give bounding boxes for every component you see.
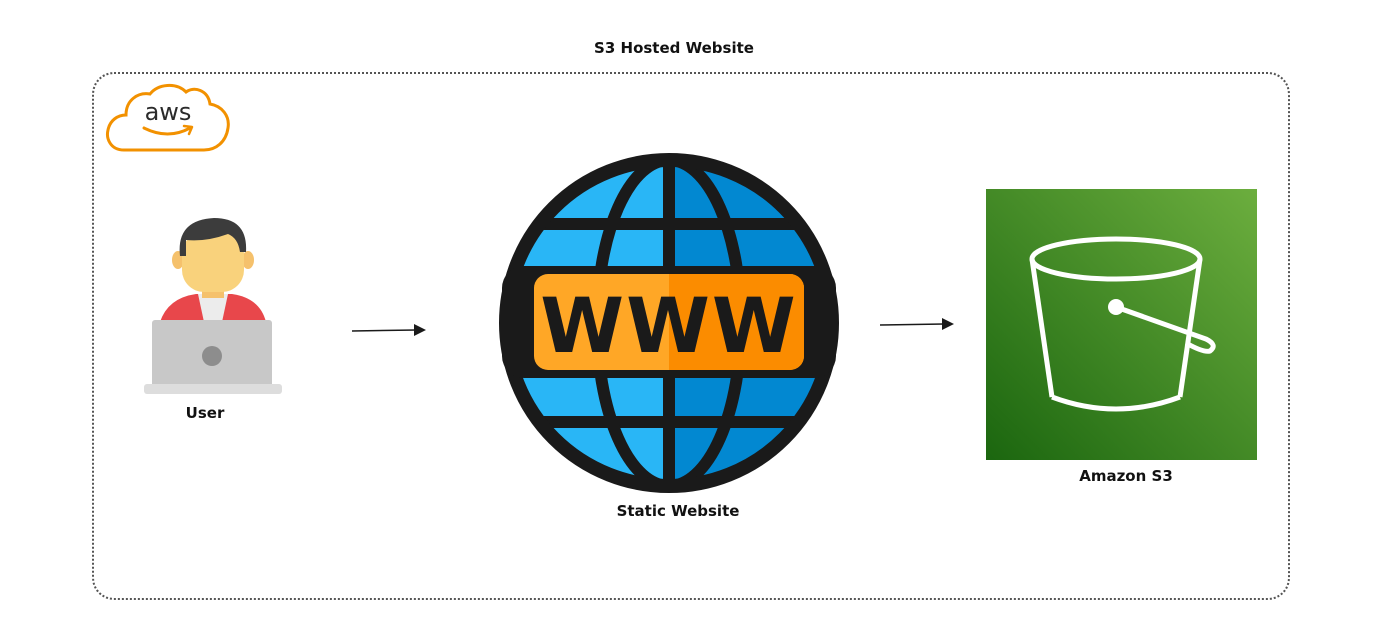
- user-laptop-icon: [144, 218, 282, 394]
- s3-bucket-icon: [986, 189, 1257, 460]
- arrow-user-to-website: [351, 324, 426, 336]
- globe-www-icon: WWW: [499, 153, 839, 493]
- user-label: User: [185, 404, 225, 422]
- diagram-title: S3 Hosted Website: [594, 39, 754, 57]
- amazon-s3-label: Amazon S3: [1079, 467, 1173, 485]
- www-badge-text: WWW: [540, 281, 798, 370]
- aws-cloud-icon: aws: [106, 84, 230, 152]
- static-website-label: Static Website: [616, 502, 740, 520]
- arrow-website-to-s3: [879, 318, 954, 330]
- aws-cloud-group: [92, 72, 1290, 600]
- aws-logo-text: aws: [145, 98, 192, 126]
